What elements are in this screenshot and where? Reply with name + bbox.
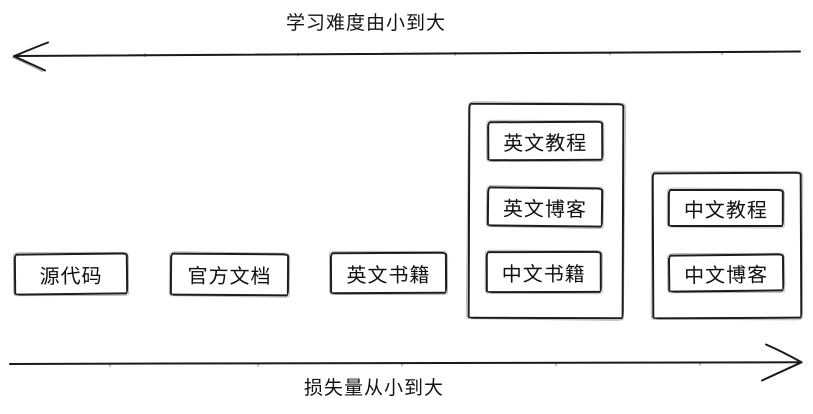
bottom-axis-arrow-right-icon bbox=[9, 343, 803, 382]
box-chinese-books: 中文书籍 bbox=[485, 250, 602, 294]
top-axis-label: 学习难度由小到大 bbox=[285, 12, 447, 34]
bottom-axis-label: 损失量从小到大 bbox=[303, 377, 445, 399]
group-box-english-resources: 英文教程 英文博客 中文书籍 bbox=[467, 102, 625, 320]
box-official-docs-label: 官方文档 bbox=[187, 263, 272, 289]
box-english-tutorials-label: 英文教程 bbox=[503, 130, 588, 155]
box-english-books-label: 英文书籍 bbox=[346, 262, 431, 287]
box-source-code-label: 源代码 bbox=[39, 263, 103, 288]
box-english-tutorials: 英文教程 bbox=[487, 120, 604, 162]
box-official-docs: 官方文档 bbox=[169, 252, 290, 297]
group-box-chinese-resources: 中文教程 中文博客 bbox=[651, 171, 803, 320]
box-english-blogs: 英文博客 bbox=[486, 186, 604, 228]
top-axis-arrow-left-icon bbox=[12, 41, 801, 72]
box-chinese-books-label: 中文书籍 bbox=[501, 261, 586, 286]
box-chinese-blogs: 中文博客 bbox=[667, 253, 785, 293]
box-english-blogs-label: 英文博客 bbox=[502, 196, 588, 221]
box-chinese-blogs-label: 中文博客 bbox=[684, 262, 769, 287]
box-chinese-tutorials-label: 中文教程 bbox=[683, 197, 768, 222]
box-chinese-tutorials: 中文教程 bbox=[667, 188, 784, 228]
box-source-code: 源代码 bbox=[13, 252, 129, 296]
box-english-books: 英文书籍 bbox=[329, 251, 448, 295]
